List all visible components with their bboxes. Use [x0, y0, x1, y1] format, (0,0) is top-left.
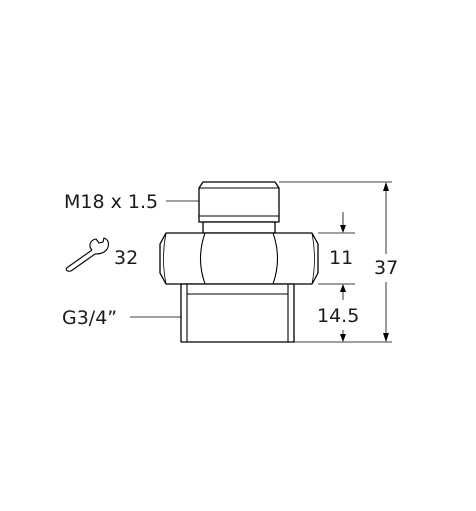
top-thread: [198, 181, 280, 223]
dimension-total-height: [383, 182, 389, 342]
neck: [202, 221, 276, 234]
dimension-bottom-thread: [340, 284, 346, 342]
bottom-thread: [180, 283, 295, 343]
wrench-icon: [65, 237, 110, 272]
label-thread-top: M18 x 1.5: [64, 191, 158, 213]
label-thread-bottom: G3/4”: [62, 307, 117, 329]
label-wrench-size: 32: [114, 247, 138, 269]
fitting-body: [159, 181, 319, 343]
dimension-hex-height: [340, 212, 346, 233]
hex-nut: [159, 232, 319, 285]
label-bottom-thread-length: 14.5: [317, 305, 359, 327]
label-total-height: 37: [374, 257, 398, 279]
label-hex-height: 11: [329, 247, 353, 269]
